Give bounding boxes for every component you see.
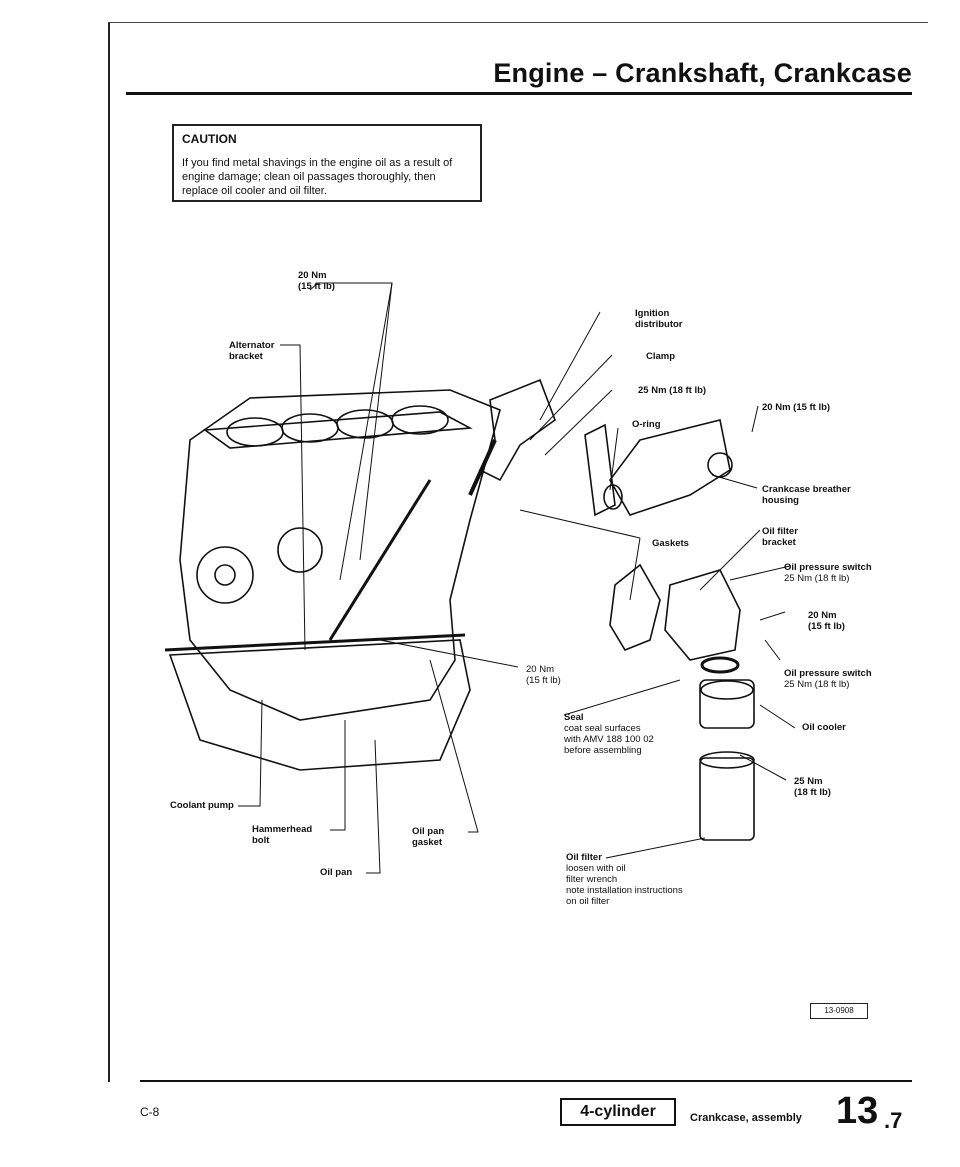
page-border-top	[108, 22, 928, 23]
section-title: Crankcase, assembly	[690, 1112, 802, 1124]
label-coolant-pump: Coolant pump	[170, 800, 234, 811]
oil-pan-flange	[164, 633, 466, 652]
page-border-left	[108, 22, 110, 1082]
dipstick-tube	[328, 479, 432, 641]
cylinder-bore-1	[226, 417, 284, 447]
label-torque-25: 25 Nm(18 ft lb)	[794, 776, 831, 798]
filter-bracket-gasket	[609, 563, 661, 651]
label-clamp: Clamp	[646, 351, 676, 362]
oil-filter-bracket	[664, 569, 741, 661]
page-number: C-8	[140, 1105, 160, 1119]
label-torque-20-mid: 20 Nm(15 ft lb)	[526, 664, 561, 686]
breather-gasket	[584, 423, 616, 517]
engine-block-outline	[179, 389, 501, 721]
section-subnumber: .7	[884, 1108, 903, 1133]
section-number: 13	[836, 1090, 879, 1132]
label-torque-20-top: 20 Nm(15 ft lb)	[298, 270, 335, 292]
label-torque-20-breather: 20 Nm (15 ft lb)	[762, 402, 831, 413]
title-rule	[126, 92, 912, 95]
oil-cooler-seal	[700, 656, 740, 674]
cylinder-bore-2	[281, 413, 339, 443]
section-variant-box: 4-cylinder	[560, 1098, 676, 1126]
cylinder-bore-3	[336, 409, 394, 439]
caution-text: If you find metal shavings in the engine…	[182, 157, 453, 197]
engine-block-top-deck	[202, 411, 473, 449]
oil-filter-canister	[699, 757, 755, 841]
footer-rule	[140, 1080, 912, 1082]
label-oil-pan: Oil pan	[320, 867, 353, 878]
ignition-distributor	[478, 378, 556, 482]
oil-cooler	[699, 679, 755, 729]
label-o-ring: O-ring	[632, 419, 661, 430]
caution-box: CAUTION If you find metal shavings in th…	[172, 124, 482, 202]
caution-heading: CAUTION	[182, 132, 237, 146]
breather-housing	[609, 419, 731, 516]
label-oil-cooler: Oil cooler	[802, 722, 846, 733]
label-torque-25-distributor: 25 Nm (18 ft lb)	[638, 385, 707, 396]
figure-id: 13-0908	[810, 1003, 868, 1019]
coolant-pump-pulley	[196, 546, 254, 604]
label-torque-20-right: 20 Nm(15 ft lb)	[808, 610, 845, 632]
front-pulley	[277, 527, 323, 573]
label-gaskets: Gaskets	[652, 538, 689, 549]
cylinder-bore-4	[391, 405, 449, 435]
page-title: Engine – Crankshaft, Crankcase	[493, 58, 912, 88]
oil-pan-shape	[168, 639, 471, 771]
